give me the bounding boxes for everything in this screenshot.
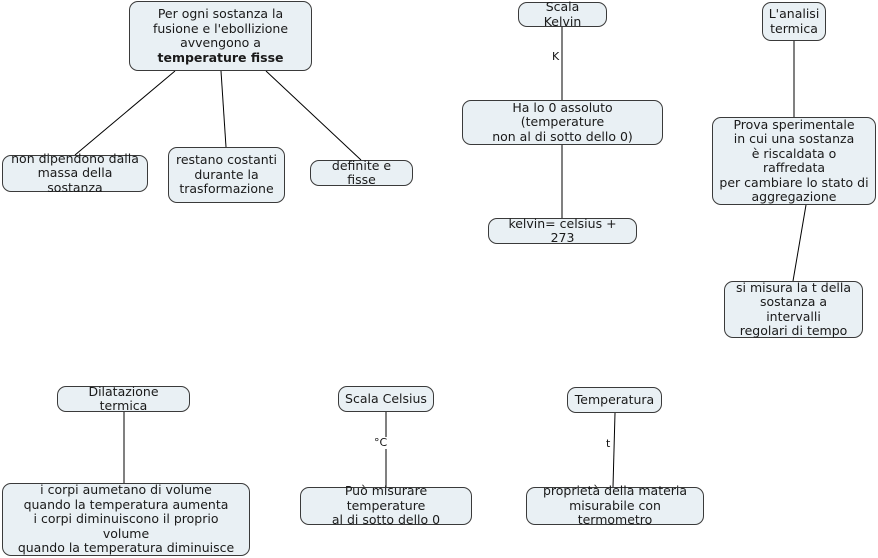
node-zero-assoluto-label: Ha lo 0 assoluto (temperature non al di … [492,99,633,144]
node-temperatura[interactable]: Temperatura [567,387,662,413]
edge-temperatura-to-proprieta-label: t [604,437,613,450]
node-corpi-volume-label: i corpi aumetano di volume quando la tem… [17,482,235,556]
node-restano-costanti[interactable]: restano costanti durante la trasformazio… [168,147,285,203]
node-corpi-volume[interactable]: i corpi aumetano di volume quando la tem… [2,483,250,556]
node-si-misura-t-label: si misura la t della sostanza a interval… [735,279,852,338]
node-proprieta-materia-label: proprietà della materia misurabile con t… [542,483,688,528]
node-scala-celsius-label: Scala Celsius [345,390,427,406]
node-non-dipendono-massa-label: non dipendono dalla massa della sostanza [11,150,139,195]
node-per-ogni-sostanza-text-emphasis: temperature fisse [157,49,284,65]
node-prova-sperimentale-label: Prova sperimentale in cui una sostanza è… [719,116,869,204]
node-prova-sperimentale[interactable]: Prova sperimentale in cui una sostanza è… [712,117,876,205]
edge-scala-kelvin-to-zero-assoluto-label: K [550,50,562,63]
edge-temperatura-to-proprieta [612,412,616,488]
node-definite-e-fisse[interactable]: definite e fisse [310,157,413,187]
node-scala-kelvin[interactable]: Scala Kelvin [518,0,607,29]
node-per-ogni-sostanza-label: Per ogni sostanza la fusione e l'ebolliz… [136,6,305,65]
edge-per-ogni-to-definite-fisse [265,70,362,161]
node-analisi-termica-label: L'analisi termica [768,6,820,36]
node-kelvin-formula-label: kelvin= celsius + 273 [508,215,617,245]
edge-per-ogni-to-non-dipendono [74,70,176,156]
edge-celsius-to-puo-misurare-label: °C [372,436,390,449]
node-non-dipendono-massa[interactable]: non dipendono dalla massa della sostanza [2,151,148,194]
node-temperatura-label: Temperatura [574,391,655,407]
node-definite-e-fisse-label: definite e fisse [331,157,392,187]
edge-per-ogni-to-restano-costanti [220,70,227,148]
node-dilatazione-termica-label: Dilatazione termica [88,383,159,413]
node-dilatazione-termica[interactable]: Dilatazione termica [57,383,190,413]
edge-prova-to-si-misura [792,204,807,282]
node-puo-misurare-label: Può misurare temperature al di sotto del… [331,483,441,528]
node-proprieta-materia[interactable]: proprietà della materia misurabile con t… [526,483,704,528]
node-analisi-termica[interactable]: L'analisi termica [762,2,826,41]
node-restano-costanti-label: restano costanti durante la trasformazio… [175,152,278,197]
node-scala-celsius[interactable]: Scala Celsius [338,386,434,412]
node-zero-assoluto[interactable]: Ha lo 0 assoluto (temperature non al di … [462,100,663,145]
node-per-ogni-sostanza-text: Per ogni sostanza la fusione e l'ebolliz… [152,6,289,50]
node-puo-misurare[interactable]: Può misurare temperature al di sotto del… [300,483,472,528]
node-kelvin-formula[interactable]: kelvin= celsius + 273 [488,215,637,245]
node-si-misura-t[interactable]: si misura la t della sostanza a interval… [724,279,863,338]
node-scala-kelvin-label: Scala Kelvin [543,0,582,29]
node-per-ogni-sostanza[interactable]: Per ogni sostanza la fusione e l'ebolliz… [129,1,312,71]
